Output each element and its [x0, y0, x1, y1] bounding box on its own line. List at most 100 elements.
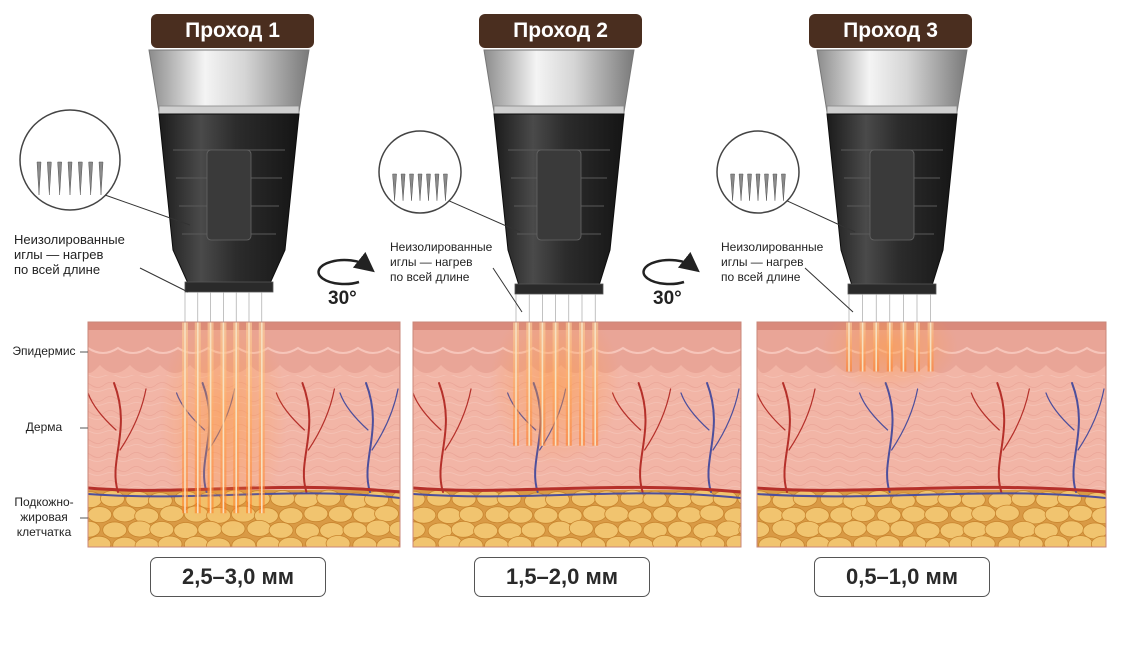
- fat-cell: [427, 522, 453, 540]
- skin-panel-3: [756, 321, 1123, 548]
- subcutis-label-line-2: жировая: [20, 510, 68, 524]
- heated-needle-zone: [258, 322, 265, 514]
- heated-needle-zone: [552, 322, 559, 446]
- needle-note-leader-1: [139, 267, 189, 293]
- fat-cell: [270, 490, 296, 507]
- blood-vessel: [1045, 382, 1105, 493]
- handpiece-tip: [184, 281, 274, 293]
- fat-cell: [278, 507, 304, 525]
- epidermis-wave: [88, 346, 400, 354]
- dermis-layer: [413, 322, 741, 547]
- matrix-needle-icon: [392, 173, 397, 201]
- fat-cell: [667, 520, 693, 538]
- matrix-label-2: 5×5 матрица: [376, 135, 466, 163]
- main-artery: [88, 485, 400, 494]
- matrix-label-3: 5×5 матрица: [712, 135, 802, 163]
- matrix-needle-icon: [409, 173, 414, 201]
- fat-cell: [278, 536, 303, 547]
- rotation-arc: [317, 251, 375, 286]
- fat-cell: [476, 489, 502, 507]
- handpiece-core: [206, 149, 252, 241]
- fat-cell: [617, 520, 643, 538]
- handpiece-tip: [514, 283, 604, 295]
- fat-cell: [960, 491, 986, 509]
- fat-cell: [853, 535, 878, 547]
- subcutis-layer: [413, 490, 741, 547]
- rotation-arc: [642, 251, 700, 286]
- fat-cell: [627, 507, 653, 525]
- fat-cell: [328, 505, 353, 523]
- fat-cell: [642, 490, 668, 508]
- fat-cell: [915, 522, 941, 540]
- fat-cell: [1010, 490, 1036, 508]
- fat-cell: [970, 535, 996, 547]
- matrix-needle-icon: [738, 173, 744, 201]
- fat-cell: [875, 535, 901, 547]
- fat-cell: [690, 489, 716, 507]
- fat-cell: [508, 506, 534, 524]
- fat-cell: [352, 506, 378, 524]
- fat-cell: [496, 490, 522, 507]
- fat-cell: [1035, 491, 1061, 509]
- fat-cell: [757, 490, 772, 508]
- handpiece-body: [158, 113, 300, 291]
- fat-cell: [582, 505, 608, 522]
- fat-cell: [924, 506, 950, 523]
- fat-cell: [1057, 490, 1082, 508]
- blood-vessel: [275, 382, 335, 493]
- dermis-fibers: [757, 375, 1106, 490]
- fat-cell: [112, 536, 138, 547]
- fat-cell: [1082, 522, 1106, 540]
- fat-cell: [652, 534, 677, 547]
- fat-cell: [374, 505, 399, 523]
- fat-cell: [352, 536, 378, 547]
- dermis-label: Дерма: [25, 420, 63, 434]
- fat-cell: [819, 490, 845, 508]
- heated-needle-zone: [846, 322, 852, 372]
- fat-cell: [125, 491, 151, 508]
- fat-cell: [737, 492, 741, 505]
- fat-cell: [134, 507, 160, 525]
- fat-cell: [1022, 507, 1048, 525]
- fat-cell: [413, 536, 437, 547]
- fat-cell: [507, 535, 533, 547]
- needle-note-3-line-3: по всей длине: [721, 270, 801, 284]
- needle-note-1-line-2: иглы — нагрев: [14, 247, 104, 262]
- fat-cell: [413, 506, 437, 524]
- fat-cell: [220, 520, 246, 538]
- fat-cell: [1108, 491, 1123, 507]
- dermis-layer: [88, 322, 400, 547]
- heated-needle-zone: [900, 322, 907, 372]
- fat-cell: [795, 520, 821, 538]
- fat-cell: [231, 505, 256, 523]
- fat-cell: [677, 506, 702, 524]
- fat-cell: [458, 537, 484, 547]
- fat-cell: [948, 535, 974, 547]
- fat-cell: [520, 521, 546, 539]
- heated-needle-zone: [194, 322, 201, 514]
- fat-cell: [157, 535, 183, 547]
- blood-vessel: [612, 382, 672, 493]
- fat-cell: [962, 521, 988, 538]
- fat-cell: [827, 537, 853, 547]
- matrix-needle-icon: [443, 173, 448, 201]
- skin-panel-border: [412, 321, 742, 548]
- subcutis-layer: [88, 490, 400, 547]
- blood-vessel: [339, 382, 399, 493]
- fat-cell: [771, 519, 797, 537]
- blood-vessel: [413, 382, 472, 493]
- matrix-needle-icon: [755, 173, 761, 201]
- fat-cell: [1018, 535, 1044, 547]
- dermis-fibers: [413, 375, 741, 490]
- epidermis-wave: [413, 346, 741, 354]
- subcutis-label-line-1: Подкожно-: [14, 495, 74, 509]
- fat-cell: [901, 535, 927, 547]
- epidermis-layer: [88, 322, 400, 373]
- blood-vessel: [859, 382, 919, 493]
- fat-cell: [451, 490, 477, 508]
- magnifier-leader: [448, 200, 521, 233]
- epidermis-wave: [757, 346, 1106, 354]
- fat-cell: [127, 520, 153, 538]
- heat-glow: [159, 322, 288, 534]
